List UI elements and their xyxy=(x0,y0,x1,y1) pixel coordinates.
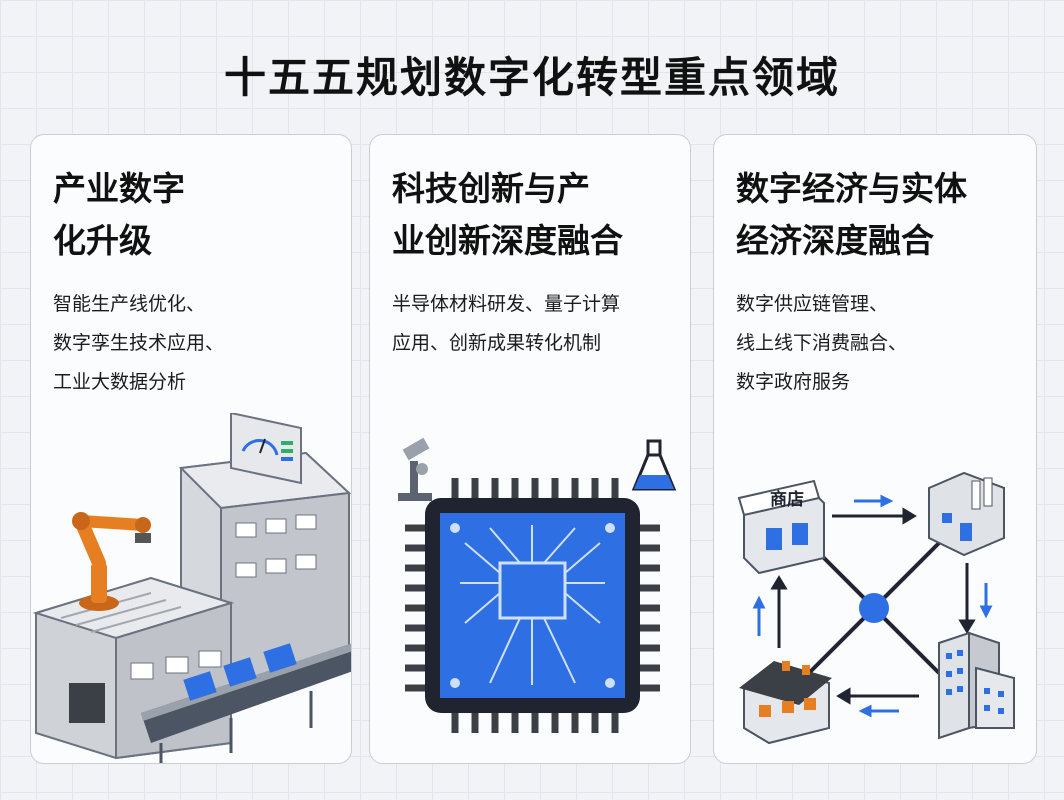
flow-arrows-accent xyxy=(752,494,993,718)
office-building-icon xyxy=(938,631,1015,740)
card-desc-line: 数字孪生技术应用、 xyxy=(53,332,225,354)
card-tech-innovation: 科技创新与产 业创新深度融合 半导体材料研发、量子计算 应用、创新成果转化机制 xyxy=(369,134,691,764)
card-desc-line: 线上线下消费融合、 xyxy=(736,332,908,354)
warehouse-icon xyxy=(928,471,1005,557)
card-desc-line: 应用、创新成果转化机制 xyxy=(392,332,602,354)
card-title: 科技创新与产 业创新深度融合 xyxy=(392,163,676,267)
card-title-line: 科技创新与产 xyxy=(392,169,590,208)
robot-arm-icon xyxy=(72,512,151,611)
card-title-line: 业创新深度融合 xyxy=(392,221,623,260)
card-description: 数字供应链管理、 线上线下消费融合、 数字政府服务 xyxy=(736,285,1026,402)
card-title: 数字经济与实体 经济深度融合 xyxy=(736,163,1022,267)
factory-icon xyxy=(32,451,351,760)
card-description: 智能生产线优化、 数字孪生技术应用、 工业大数据分析 xyxy=(53,285,341,402)
card-industrial-digitalization: 产业数字 化升级 智能生产线优化、 数字孪生技术应用、 工业大数据分析 xyxy=(30,134,352,764)
economy-network-illustration: 商店 xyxy=(737,471,1015,745)
card-desc-line: 智能生产线优化、 xyxy=(53,293,206,315)
shop-icon: 商店 xyxy=(737,479,825,575)
chip-illustration xyxy=(398,437,677,733)
card-desc-line: 数字政府服务 xyxy=(736,371,851,393)
house-icon xyxy=(739,661,832,745)
shop-sign-text: 商店 xyxy=(770,489,804,510)
flow-arrows xyxy=(770,507,976,705)
card-description: 半导体材料研发、量子计算 应用、创新成果转化机制 xyxy=(392,285,680,363)
card-digital-economy: 数字经济与实体 经济深度融合 数字供应链管理、 线上线下消费融合、 数字政府服务 xyxy=(713,134,1037,764)
card-title-line: 产业数字 xyxy=(53,169,185,208)
gauge-monitor-icon xyxy=(230,413,302,485)
card-title: 产业数字 化升级 xyxy=(53,163,337,267)
flask-icon xyxy=(631,439,677,491)
microscope-icon xyxy=(398,437,432,501)
chip-icon xyxy=(405,478,660,733)
card-title-line: 数字经济与实体 xyxy=(736,169,967,208)
card-desc-line: 数字供应链管理、 xyxy=(736,293,889,315)
card-desc-line: 半导体材料研发、量子计算 xyxy=(392,293,621,315)
card-desc-line: 工业大数据分析 xyxy=(53,371,187,393)
hub-icon xyxy=(807,541,941,675)
conveyor-belt-icon xyxy=(141,643,351,763)
card-title-line: 化升级 xyxy=(53,221,152,260)
page-title: 十五五规划数字化转型重点领域 xyxy=(223,53,840,102)
card-title-line: 经济深度融合 xyxy=(736,221,934,260)
factory-illustration xyxy=(32,413,351,763)
